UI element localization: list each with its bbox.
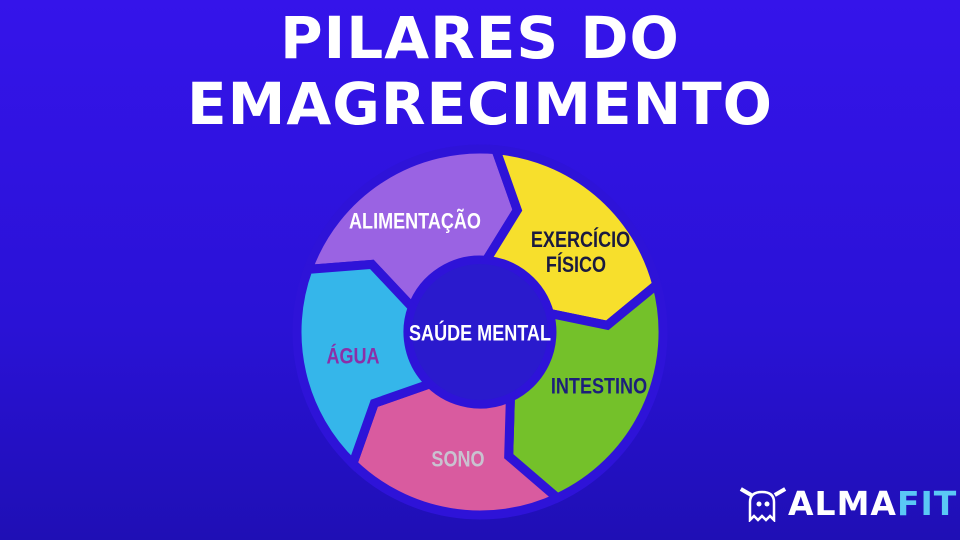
label-agua: ÁGUA (326, 343, 380, 369)
segment-sono (347, 378, 566, 520)
segment-exercicio-fisico (478, 144, 662, 331)
segment-agua (292, 259, 439, 472)
label-saude-mental: SAÚDE MENTAL (409, 320, 551, 346)
segment-intestino (504, 276, 668, 504)
label-intestino: INTESTINO (550, 373, 648, 399)
label-exercicio-fisico: EXERCÍCIO FÍSICO (530, 227, 631, 277)
label-sono: SONO (431, 446, 485, 472)
logo-alma: ALMA (788, 484, 897, 523)
title-line-2: EMAGRECIMENTO (186, 70, 773, 138)
segment-alimentacao (301, 144, 523, 316)
title-line-1: PILARES DO (280, 4, 680, 72)
label-alimentacao: ALIMENTAÇÃO (349, 208, 481, 234)
ghost-dumbbell-icon (739, 486, 787, 522)
center-circle (412, 264, 548, 400)
logo-fit: FIT (896, 484, 958, 523)
